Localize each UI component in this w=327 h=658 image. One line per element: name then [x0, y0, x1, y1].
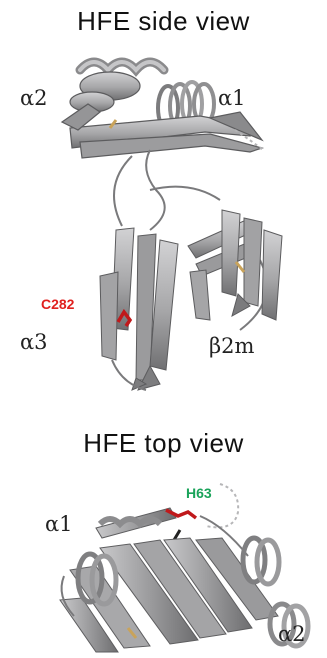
alpha-helix-domain — [62, 62, 263, 158]
side-view-panel: HFE side view — [0, 0, 327, 420]
top-alpha1-label: α1 — [45, 512, 73, 536]
alpha1-label: α1 — [218, 86, 246, 110]
alpha3-domain — [100, 228, 178, 390]
c282-residue-label: C282 — [38, 295, 77, 313]
h63-residue-label: H63 — [183, 484, 215, 502]
beta2m-domain — [188, 210, 282, 320]
alpha2-label: α2 — [20, 86, 48, 110]
side-view-structure — [0, 0, 327, 420]
beta2m-label: β2m — [209, 334, 254, 358]
alpha3-label: α3 — [20, 330, 48, 354]
top-view-panel: HFE top view — [0, 420, 327, 658]
top-alpha2-label: α2 — [278, 622, 306, 646]
